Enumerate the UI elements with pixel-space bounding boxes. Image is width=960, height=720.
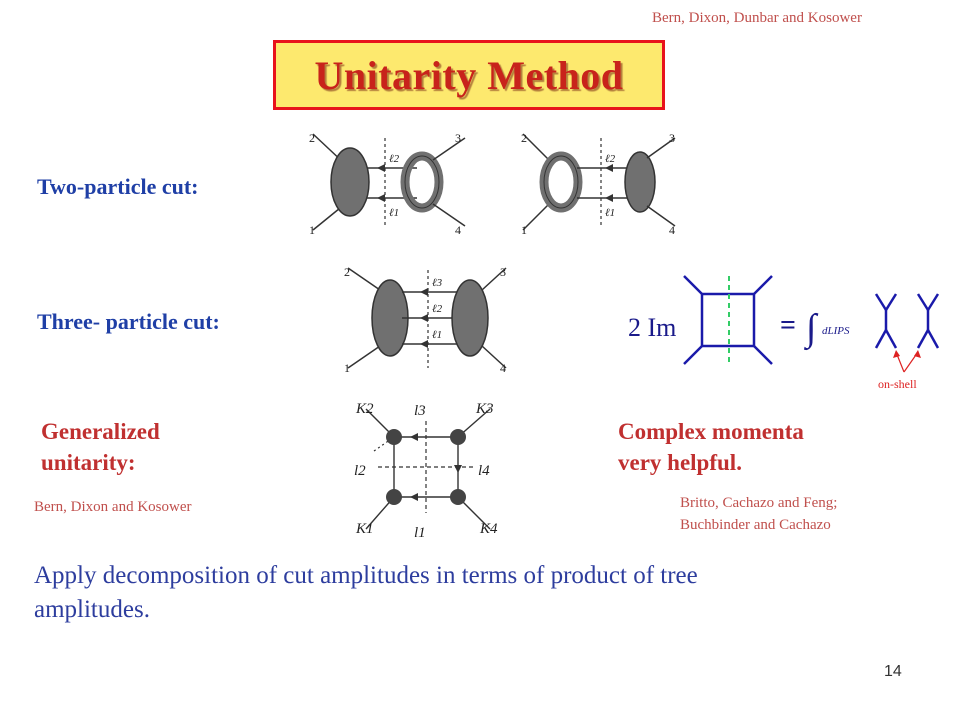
formula-integral: ∫ [804, 307, 819, 351]
leg-label-1: 1 [309, 223, 315, 237]
complex-line-1: Complex momenta [618, 419, 804, 444]
box-internal-l2: l2 [354, 463, 366, 479]
two-particle-cut-label: Two-particle cut: [37, 174, 199, 199]
box-external-k3: K3 [475, 401, 494, 417]
formula-measure: dLIPS [822, 325, 850, 337]
title-box: Unitarity Method [273, 40, 665, 110]
leg-label-2: 2 [344, 265, 350, 279]
body-line-2: amplitudes. [34, 596, 150, 623]
leg-label-1: 1 [344, 361, 350, 375]
loop-momentum-l1: ℓ1 [605, 207, 615, 219]
three-particle-cut-label: Three- particle cut: [37, 309, 220, 334]
complex-citation: Britto, Cachazo and Feng; Buchbinder and… [680, 492, 837, 536]
cut-formula-diagram: 2 Im = ∫ dLIPS on-shell [628, 275, 940, 391]
leg-label-3: 3 [669, 131, 675, 145]
leg-label-1: 1 [521, 223, 527, 237]
page-number: 14 [884, 663, 902, 680]
loop-momentum-l1: ℓ1 [389, 207, 399, 219]
generalized-unitarity-box-diagram: K2 K3 K1 K4 l3 l1 l2 l4 [354, 401, 498, 541]
two-particle-cut-diagram-b: 2 1 3 4 ℓ2 ℓ1 [521, 131, 676, 237]
loop-momentum-l2: ℓ2 [605, 153, 616, 165]
leg-label-2: 2 [521, 131, 527, 145]
slide-title: Unitarity Method [314, 52, 624, 98]
box-internal-l1: l1 [414, 525, 426, 541]
box-external-k2: K2 [355, 401, 374, 417]
generalized-citation: Bern, Dixon and Kosower [34, 499, 192, 515]
leg-label-4: 4 [500, 361, 506, 375]
leg-label-3: 3 [455, 131, 461, 145]
body-line-1: Apply decomposition of cut amplitudes in… [34, 562, 698, 589]
top-citation: Bern, Dixon, Dunbar and Kosower [652, 10, 862, 26]
leg-label-4: 4 [455, 223, 461, 237]
loop-momentum-l2: ℓ2 [432, 303, 443, 315]
leg-label-3: 3 [500, 265, 506, 279]
box-external-k4: K4 [479, 521, 498, 537]
generalized-unitarity-label: Generalized unitarity: [41, 416, 160, 478]
complex-citation-line-2: Buchbinder and Cachazo [680, 517, 831, 533]
complex-momenta-label: Complex momenta very helpful. [618, 416, 804, 478]
on-shell-label: on-shell [878, 377, 917, 391]
two-particle-cut-diagram-a: 2 1 3 4 ℓ2 ℓ1 [309, 131, 466, 237]
body-text: Apply decomposition of cut amplitudes in… [34, 559, 934, 627]
loop-momentum-l1: ℓ1 [432, 329, 442, 341]
leg-label-4: 4 [669, 223, 675, 237]
box-internal-l3: l3 [414, 403, 426, 419]
loop-momentum-l3: ℓ3 [432, 277, 443, 289]
formula-lhs: 2 Im [628, 313, 676, 342]
generalized-line-1: Generalized [41, 419, 160, 444]
leg-label-2: 2 [309, 131, 315, 145]
formula-equals: = [780, 310, 796, 341]
loop-momentum-l2: ℓ2 [389, 153, 400, 165]
complex-citation-line-1: Britto, Cachazo and Feng; [680, 495, 838, 511]
generalized-line-2: unitarity: [41, 450, 136, 475]
box-internal-l4: l4 [478, 463, 490, 479]
box-external-k1: K1 [355, 521, 374, 537]
complex-line-2: very helpful. [618, 450, 742, 475]
three-particle-cut-diagram: 2 1 3 4 ℓ3 ℓ2 ℓ1 [344, 265, 507, 375]
